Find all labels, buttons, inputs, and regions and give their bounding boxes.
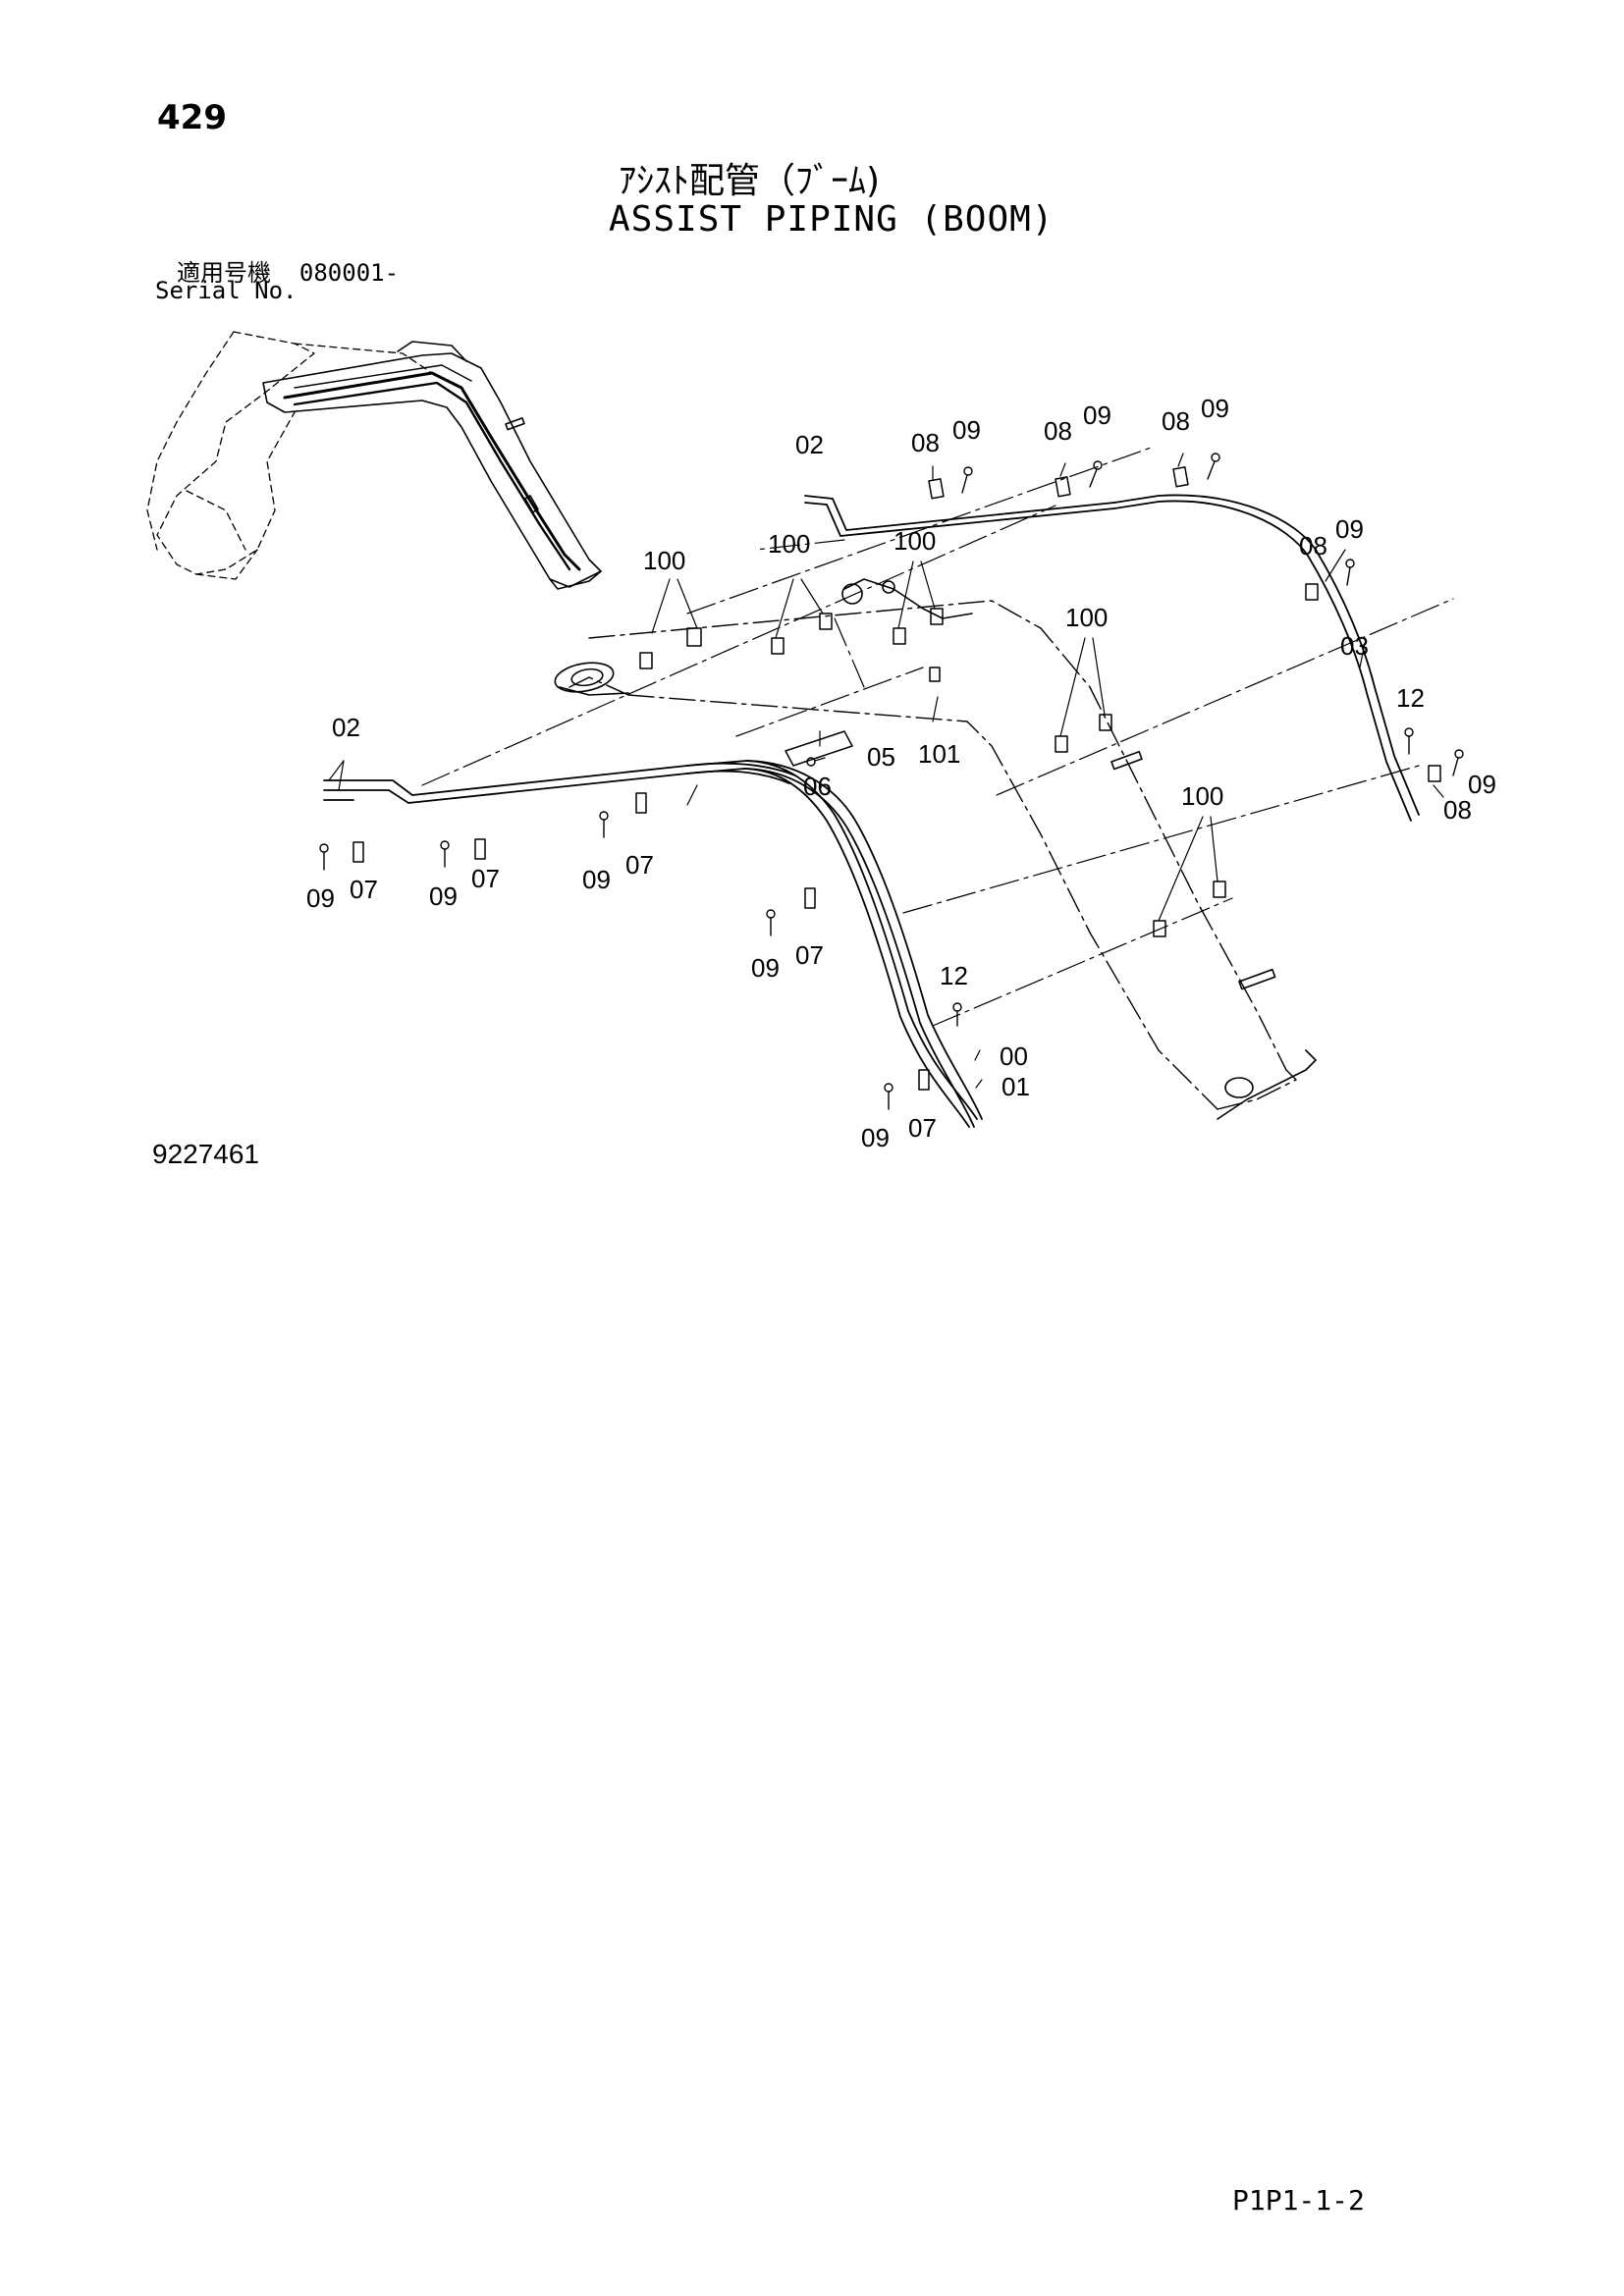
callout-06: 06 (803, 772, 832, 801)
callout-101: 101 (918, 739, 960, 769)
callout-08-c: 08 (1162, 406, 1190, 436)
callout-12-right: 12 (1396, 683, 1425, 713)
bolts (319, 453, 1464, 1110)
page-code: P1P1-1-2 (1232, 2184, 1365, 2216)
clamps (352, 466, 1441, 1091)
callout-07-l3: 07 (625, 850, 654, 880)
callout-100-d: 100 (1065, 603, 1108, 632)
callout-100-b: 100 (768, 529, 810, 559)
callout-12-lower: 12 (940, 961, 968, 990)
callout-07-l2: 07 (471, 864, 500, 893)
callout-00: 00 (1000, 1041, 1028, 1071)
callout-03: 03 (1340, 631, 1369, 661)
construction-lines (421, 446, 1454, 1027)
callout-09-l5: 09 (861, 1123, 890, 1152)
callout-100-a: 100 (643, 546, 685, 575)
callout-100-e: 100 (1181, 781, 1223, 811)
callout-09-l4: 09 (751, 953, 780, 983)
overview-boom-sketch (146, 331, 602, 590)
callout-08-b: 08 (1044, 416, 1072, 446)
page-number: 429 (157, 98, 227, 137)
callout-09-l2: 09 (429, 881, 458, 911)
callout-08-a: 08 (911, 428, 940, 457)
title-japanese: ｱｼｽﾄ配管（ﾌﾞｰﾑ) (619, 161, 881, 201)
callout-08-right: 08 (1443, 795, 1472, 825)
callout-07-l4: 07 (795, 940, 824, 970)
serial-value: 080001- (298, 259, 400, 287)
callout-01: 01 (1001, 1072, 1030, 1101)
serial-label-japanese: 適用号機 080001- (177, 253, 399, 288)
serial-label-jp: 適用号機 (177, 259, 271, 287)
boom-outline (568, 600, 1297, 1110)
callout-07-l1: 07 (350, 875, 378, 904)
callout-09-b: 09 (1083, 400, 1111, 430)
callout-05: 05 (867, 742, 895, 772)
boom-foot-details (554, 578, 1317, 1120)
callout-09-l1: 09 (306, 883, 335, 913)
pipe-02-lower (323, 762, 796, 804)
callout-100-c: 100 (893, 526, 936, 556)
callout-09-a: 09 (952, 415, 981, 445)
pipe-03 (1113, 494, 1420, 822)
callout-09-right: 09 (1468, 770, 1496, 799)
callout-09-l3: 09 (582, 865, 611, 894)
pipe-02-upper (804, 495, 1115, 537)
callout-07-l5: 07 (908, 1113, 937, 1143)
callout-labels: 02 08 09 08 09 08 09 08 09 03 12 09 08 1… (306, 394, 1496, 1152)
pipe-00-01 (686, 760, 983, 1128)
serial-label-english: Serial No. (155, 277, 298, 304)
callout-09-d: 09 (1335, 514, 1364, 544)
drawing-number: 9227461 (152, 1139, 260, 1169)
callout-09-c: 09 (1201, 394, 1229, 423)
leader-lines (328, 453, 1444, 1089)
callout-02-top: 02 (795, 430, 824, 459)
callout-02-left: 02 (332, 713, 360, 742)
title-english: ASSIST PIPING (BOOM) (609, 199, 1055, 240)
callout-08-d: 08 (1299, 531, 1327, 561)
